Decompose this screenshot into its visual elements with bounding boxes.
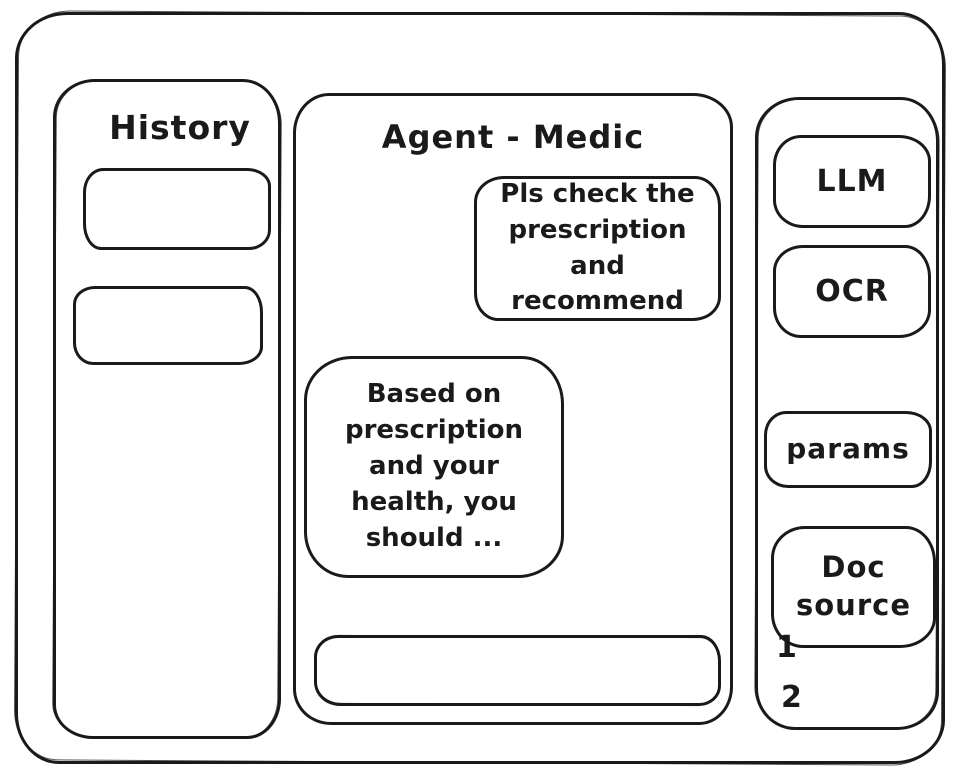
llm-button[interactable]: LLM: [773, 135, 931, 228]
doc-source-item-2[interactable]: 2: [781, 680, 802, 715]
doc-source-button[interactable]: Doc source: [771, 526, 936, 648]
agent-message-bubble: Based on prescription and your health, y…: [304, 356, 564, 578]
message-input[interactable]: [314, 635, 721, 706]
history-item[interactable]: [73, 286, 263, 365]
chat-panel: Agent - Medic Pls check the prescription…: [293, 93, 733, 725]
doc-source-item-1[interactable]: 1: [776, 630, 797, 665]
history-item[interactable]: [83, 168, 271, 250]
history-panel: History: [53, 79, 281, 739]
history-title: History: [109, 108, 251, 147]
tools-panel: LLM OCR params Doc source 1 2: [755, 97, 939, 730]
ocr-button[interactable]: OCR: [773, 245, 931, 338]
app-window: History Agent - Medic Pls check the pres…: [15, 12, 945, 764]
params-button[interactable]: params: [764, 411, 932, 488]
user-message-bubble: Pls check the prescription and recommend: [474, 176, 721, 321]
chat-title: Agent - Medic: [381, 118, 645, 156]
